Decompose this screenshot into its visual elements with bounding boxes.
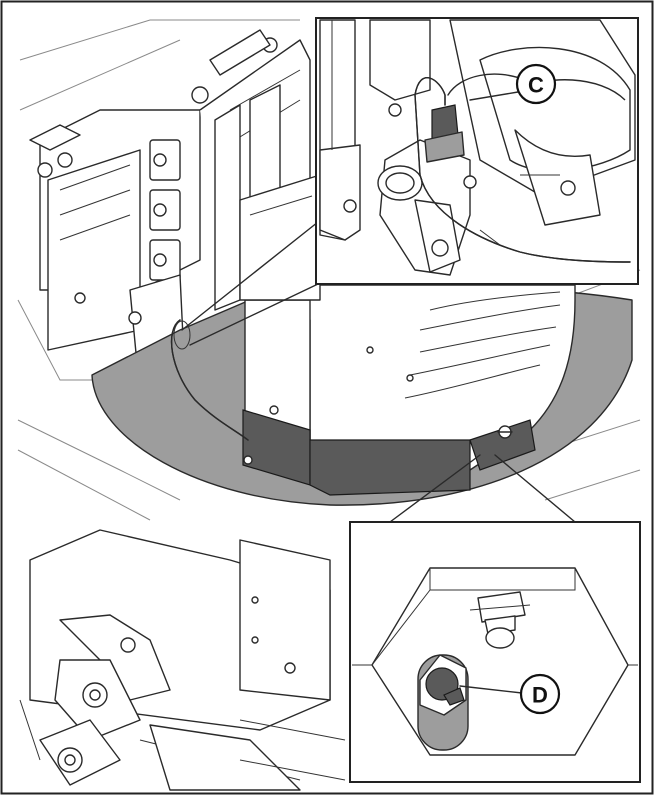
central-body [91, 174, 633, 506]
callout-c-label: C [528, 73, 544, 98]
lower-left-machinery [19, 529, 346, 791]
callout-c: C [515, 63, 557, 105]
inset-d-panel [349, 454, 641, 783]
inset-c-panel [181, 17, 639, 346]
callout-d-label: D [532, 683, 548, 708]
callout-d: D [459, 673, 561, 715]
background-frame-lines [17, 19, 641, 521]
